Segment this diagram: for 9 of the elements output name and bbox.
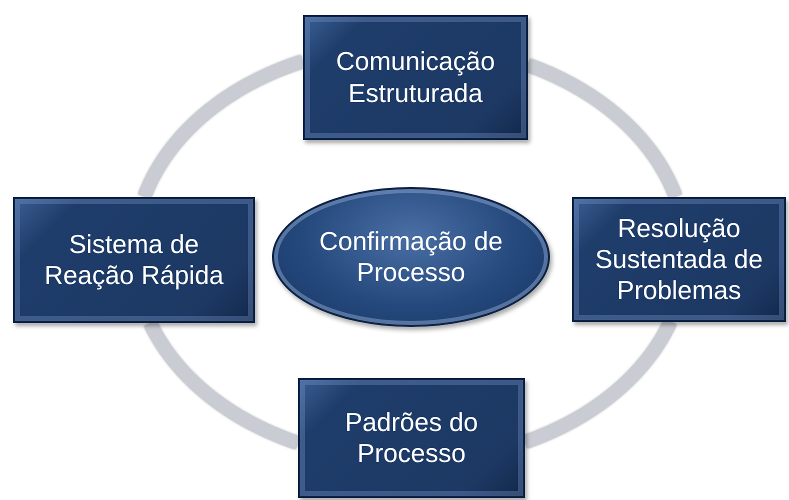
node-text: Sistema de Reação Rápida <box>43 228 225 292</box>
process-box <box>572 197 786 322</box>
node-text: Comunicação Estruturada <box>335 46 496 109</box>
process-box <box>303 15 528 140</box>
node-text: Padrões do Processo <box>344 406 479 470</box>
node-text: Confirmação de Processo <box>318 226 504 288</box>
node-text: Resolução Sustentada de Problemas <box>594 212 764 306</box>
process-box <box>298 378 525 498</box>
process-box <box>13 197 255 323</box>
